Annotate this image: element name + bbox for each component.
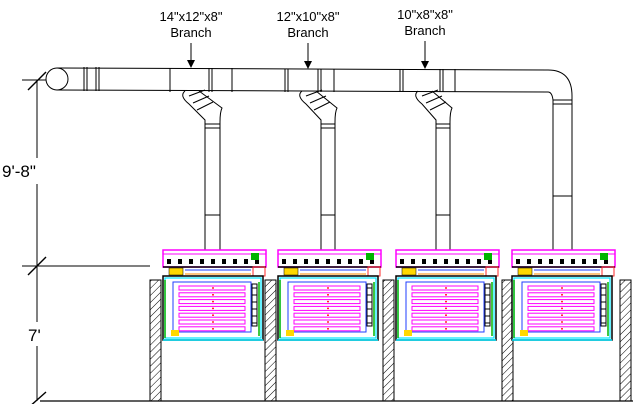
branch-duct-3 xyxy=(415,89,453,250)
air-handling-unit-3 xyxy=(395,249,500,341)
branch-1-word: Branch xyxy=(170,25,211,40)
air-handling-unit-1 xyxy=(162,249,267,341)
air-handling-units xyxy=(162,249,616,341)
dimension-line xyxy=(22,71,150,404)
branch-callout-3: 10"x8"x8" Branch xyxy=(397,7,453,69)
air-handling-unit-4 xyxy=(511,249,616,341)
branch-1-size: 14"x12"x8" xyxy=(160,9,223,24)
branch-3-size: 10"x8"x8" xyxy=(397,7,453,22)
support-wall-2 xyxy=(264,279,277,402)
main-duct xyxy=(45,67,573,250)
branch-3-word: Branch xyxy=(404,23,445,38)
branch-callout-1: 14"x12"x8" Branch xyxy=(160,9,223,68)
support-wall-5 xyxy=(619,279,632,402)
dimension-upper-label: 9'-8" xyxy=(2,162,36,181)
branch-duct-1 xyxy=(182,89,223,250)
branch-2-word: Branch xyxy=(287,25,328,40)
support-wall-3 xyxy=(382,279,395,402)
branch-duct-2 xyxy=(299,89,338,250)
branch-ducts xyxy=(182,89,453,250)
support-wall-1 xyxy=(149,279,162,402)
air-handling-unit-2 xyxy=(277,249,382,341)
branch-2-size: 12"x10"x8" xyxy=(277,9,340,24)
branch-callout-2: 12"x10"x8" Branch xyxy=(277,9,340,69)
dimension-lower-label: 7' xyxy=(28,326,41,345)
